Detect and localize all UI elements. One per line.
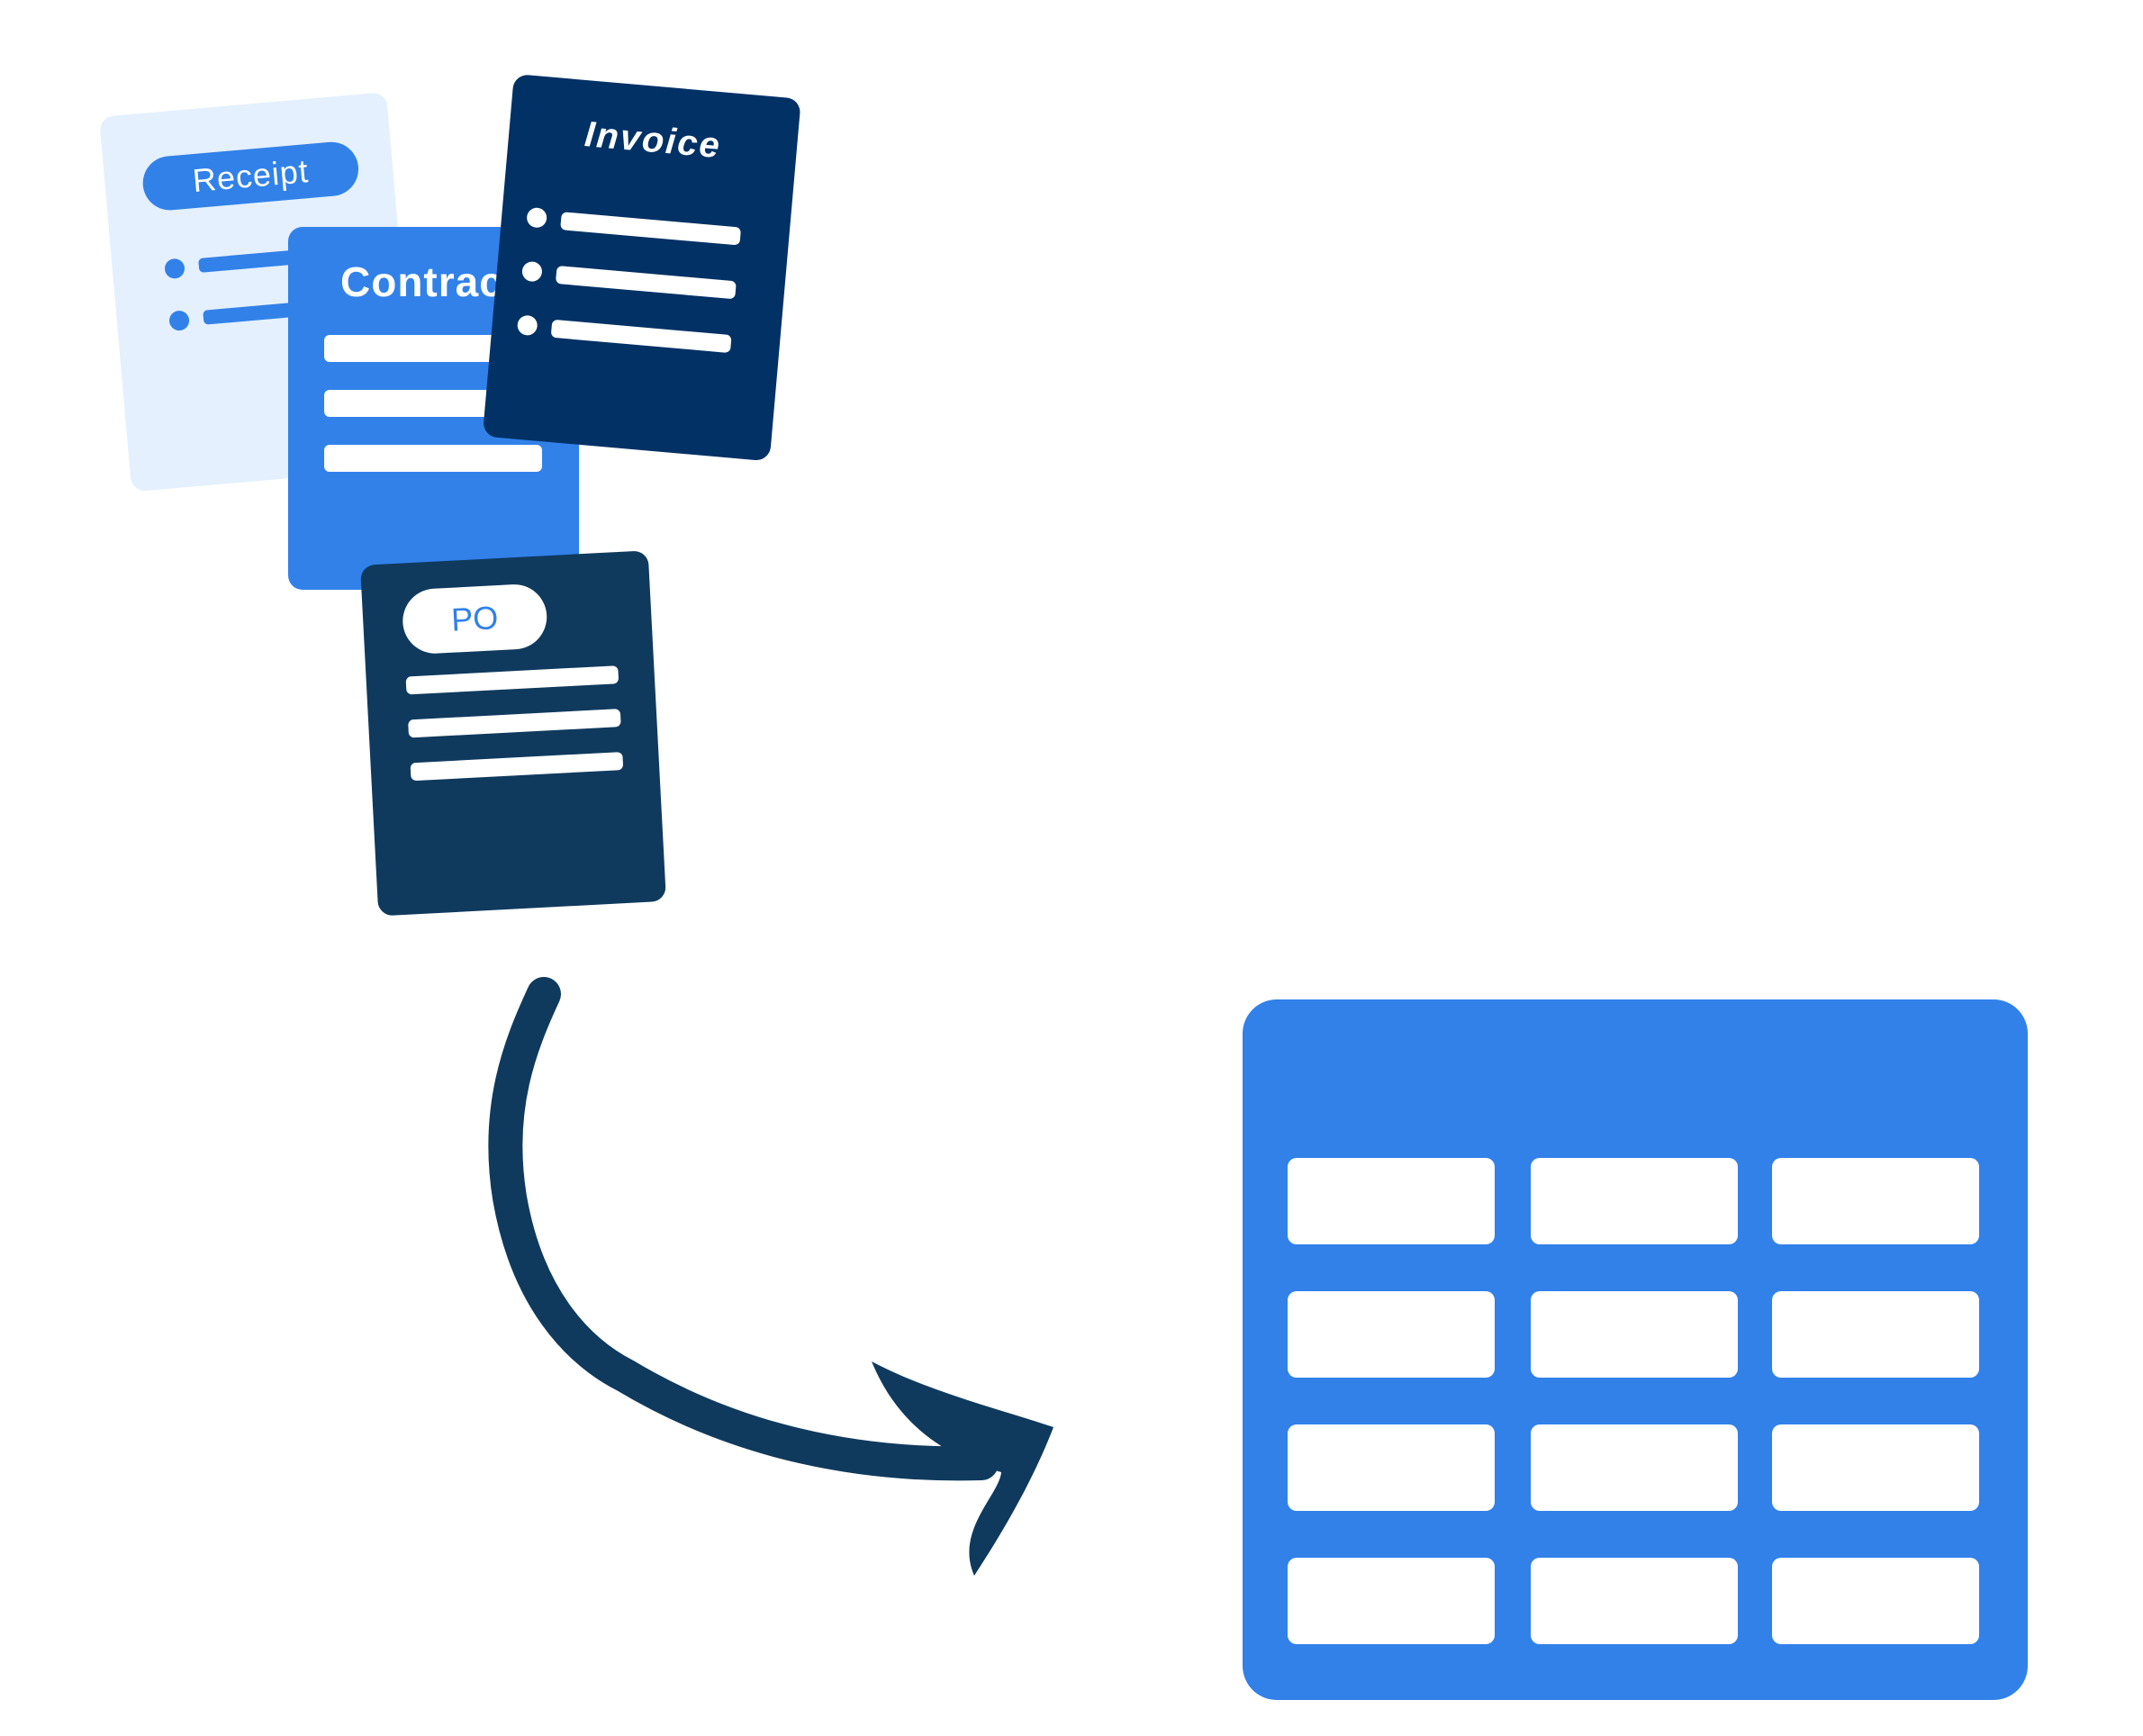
table-cell	[1772, 1291, 1979, 1378]
contract-label: Contract	[340, 258, 519, 305]
contract-line	[324, 445, 542, 472]
table-cell	[1772, 1558, 1979, 1644]
table-cell	[1772, 1158, 1979, 1244]
table-cell	[1531, 1558, 1738, 1644]
table-cell	[1288, 1158, 1495, 1244]
table-cell	[1288, 1291, 1495, 1378]
table-cell	[1531, 1424, 1738, 1511]
table-cell	[1531, 1291, 1738, 1378]
table-cell	[1531, 1158, 1738, 1244]
arrow-head	[872, 1361, 1053, 1576]
table-cell	[1288, 1424, 1495, 1511]
arrow-shaft	[488, 977, 999, 1481]
table-cell	[1772, 1424, 1979, 1511]
table-cell	[1288, 1558, 1495, 1644]
output-table	[1243, 999, 2028, 1700]
